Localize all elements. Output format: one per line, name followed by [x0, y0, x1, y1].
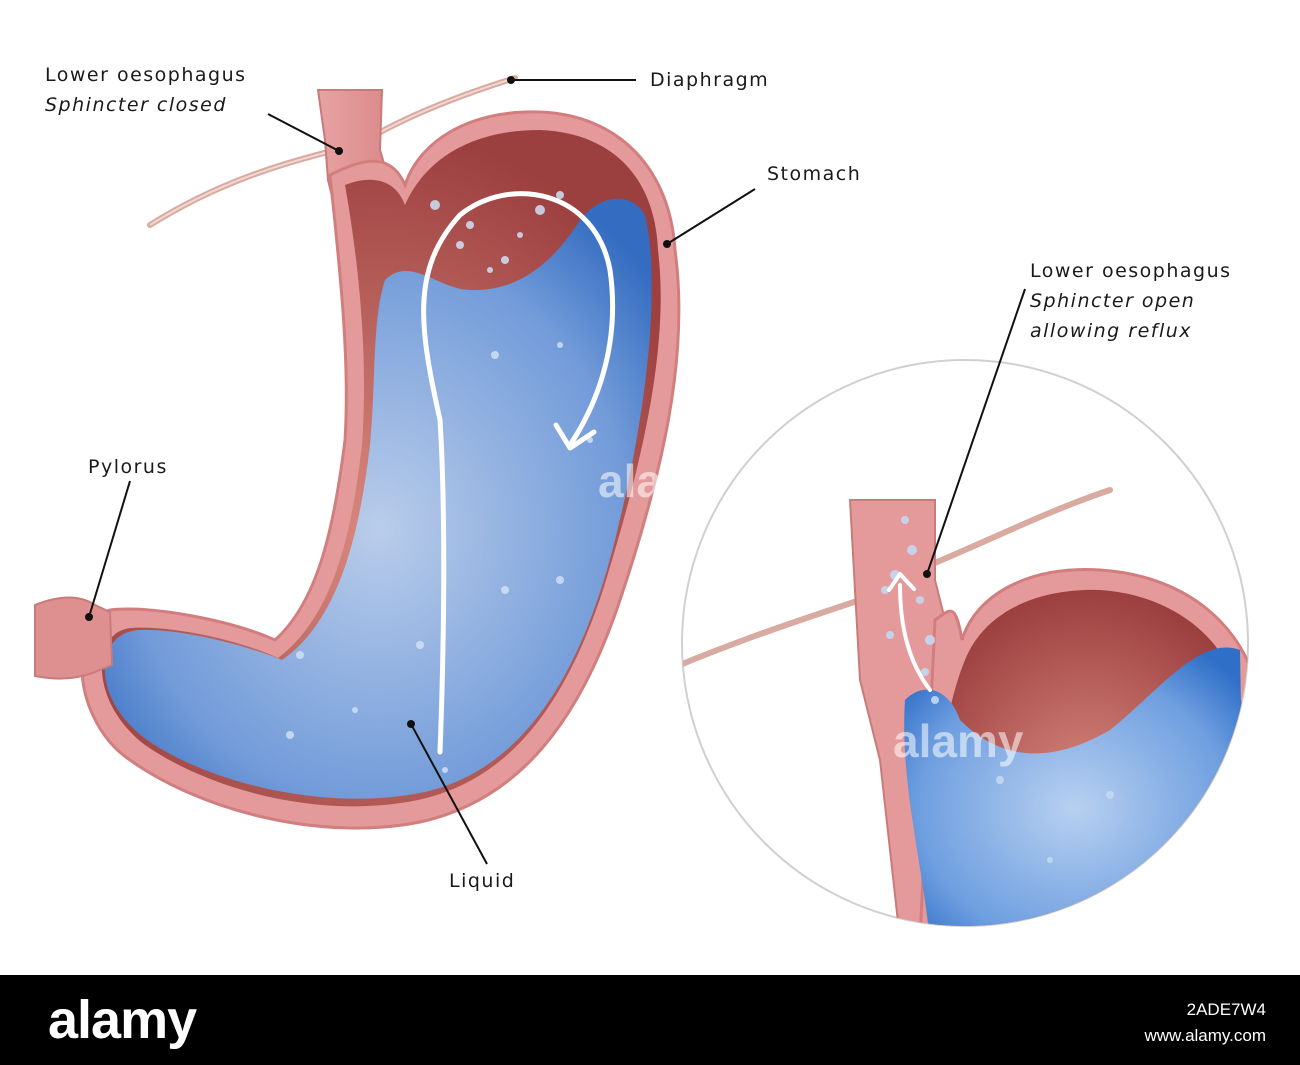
- label-diaphragm: Diaphragm: [650, 69, 770, 91]
- reflux-arrowhead: [887, 572, 916, 592]
- watermark-inset: alamy: [893, 715, 1024, 767]
- flow-arrowhead: [553, 422, 597, 451]
- reflux-arrow: [898, 583, 932, 692]
- label-subtext: allowing reflux: [1030, 320, 1193, 342]
- label-subtext: Sphincter open: [1030, 290, 1196, 312]
- inset-diaphragm: [682, 487, 1113, 668]
- duodenum: [34, 596, 114, 680]
- flow-arrow: [421, 191, 616, 755]
- footer-image-info: 2ADE7W4 www.alamy.com: [1144, 997, 1266, 1049]
- footer-logo: alamy: [48, 990, 197, 1050]
- label-subtext: Sphincter closed: [45, 94, 227, 116]
- watermark-main: alamy: [598, 455, 729, 507]
- main-stomach: alamy: [34, 75, 729, 830]
- inset-bubbles: [881, 516, 1114, 863]
- stock-footer-bar: alamy 2ADE7W4 www.alamy.com: [0, 975, 1300, 1065]
- label-lower-oesophagus-closed: Lower oesophagus Sphincter closed: [45, 60, 247, 120]
- label-text: Lower oesophagus: [1030, 260, 1232, 282]
- stomach-liquid: [104, 198, 652, 799]
- bubbles: [286, 191, 593, 773]
- label-stomach: Stomach: [767, 163, 862, 185]
- label-liquid: Liquid: [449, 870, 516, 892]
- label-pylorus: Pylorus: [88, 456, 168, 478]
- footer-image-id: 2ADE7W4: [1186, 1000, 1266, 1019]
- label-lower-oesophagus-open: Lower oesophagus Sphincter open allowing…: [1030, 256, 1232, 346]
- footer-site: www.alamy.com: [1144, 1026, 1266, 1045]
- leader-lines: [85, 76, 1026, 865]
- label-text: Lower oesophagus: [45, 64, 247, 86]
